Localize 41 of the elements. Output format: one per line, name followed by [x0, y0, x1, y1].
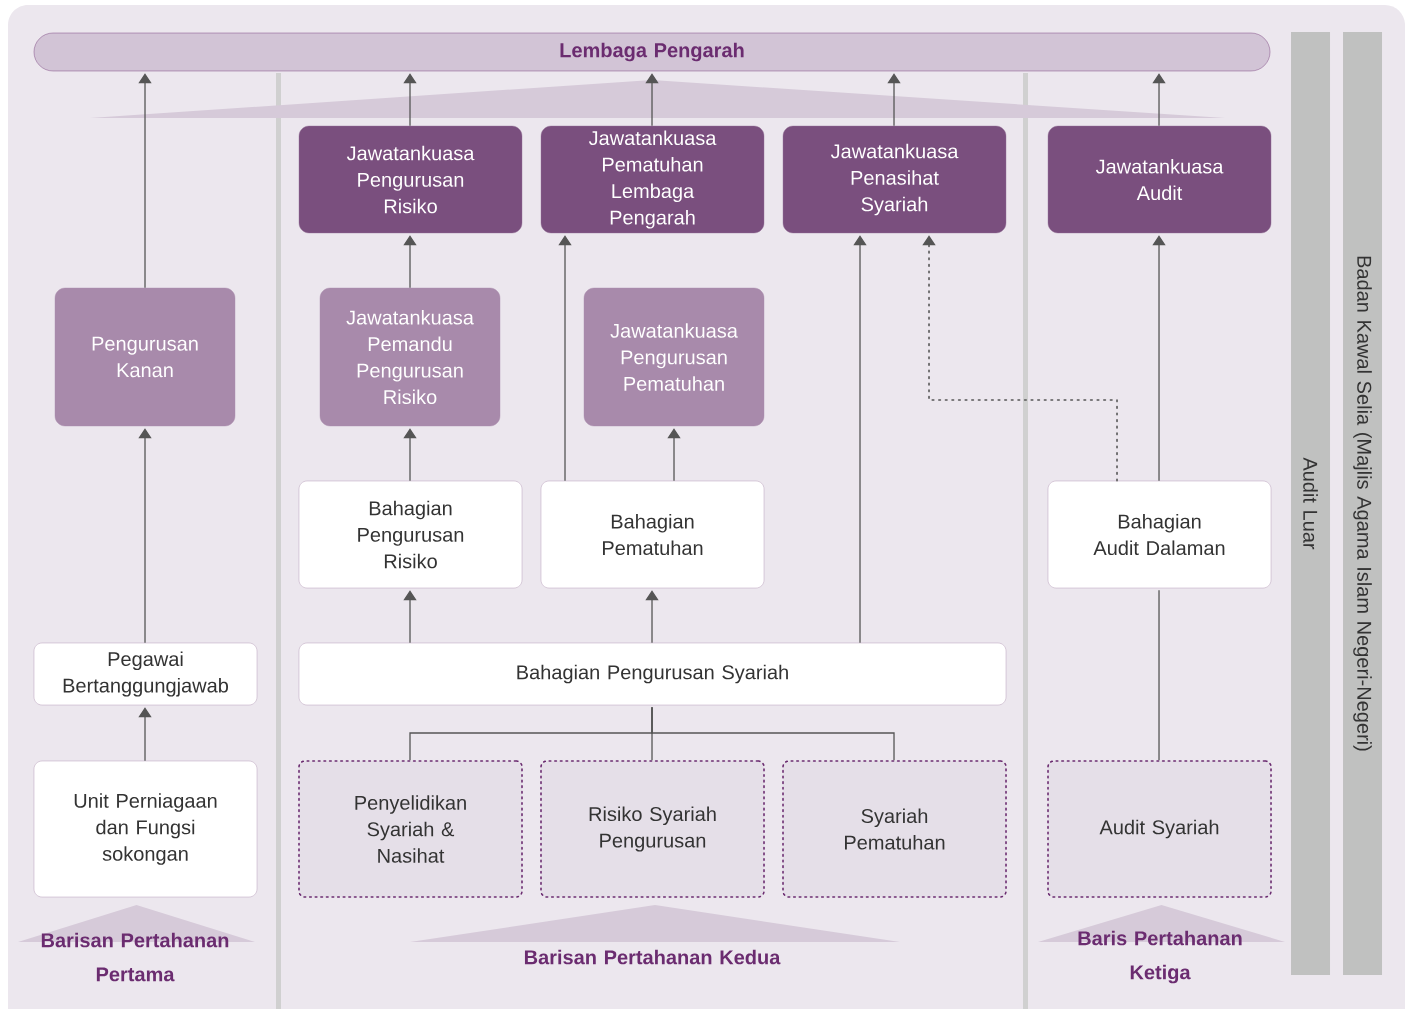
function-box: Risiko Syariah Pengurusan	[540, 760, 765, 898]
arrow	[138, 73, 152, 289]
arrow	[645, 590, 659, 644]
connector-line	[651, 706, 895, 761]
vertical-bar: Audit Luar	[1291, 32, 1330, 975]
arrow	[1152, 73, 1166, 127]
vertical-bar: Badan Kawal Selia (Majlis Agama Islam Negeri-Negeri)	[1343, 32, 1382, 975]
board-band: Lembaga Pengarah	[33, 32, 1271, 72]
function-box: Audit Syariah	[1047, 760, 1272, 898]
arrow	[645, 73, 659, 127]
line-label: Baris Pertahanan Ketiga	[1078, 930, 1242, 984]
committee-box: Jawatankuasa Audit	[1047, 125, 1272, 234]
function-box: Penyelidikan Syariah & Nasihat	[298, 760, 523, 898]
committee-box: Jawatankuasa Pengurusan Risiko	[298, 125, 523, 234]
function-box: Syariah Pematuhan	[782, 760, 1007, 898]
arrow	[558, 235, 572, 482]
officer-box: Pegawai Bertanggungjawab	[33, 642, 258, 706]
department-box: Bahagian Pengurusan Syariah	[298, 642, 1007, 706]
arrow	[667, 428, 681, 482]
unit-box: Unit Perniagaan dan Fungsi sokongan	[33, 760, 258, 898]
connector-line	[1158, 589, 1160, 761]
arrow	[403, 235, 417, 289]
arrow	[138, 707, 152, 762]
arrow	[887, 73, 901, 127]
committee-box: Jawatankuasa Pengurusan Pematuhan	[583, 287, 765, 427]
department-box: Bahagian Pematuhan	[540, 480, 765, 589]
committee-box: Jawatankuasa Pematuhan Lembaga Pengarah	[540, 125, 765, 234]
arrow	[922, 235, 1118, 482]
department-box: Bahagian Audit Dalaman	[1047, 480, 1272, 589]
line-label: Barisan Pertahanan Pertama	[41, 932, 229, 982]
arrow	[403, 428, 417, 482]
committee-box: Jawatankuasa Pemandu Pengurusan Risiko	[319, 287, 501, 427]
arrow	[403, 590, 417, 644]
arrow	[1152, 235, 1166, 482]
arrow	[138, 428, 152, 644]
line-label: Barisan Pertahanan Kedua	[524, 949, 781, 965]
arrow	[403, 73, 417, 127]
department-box: Bahagian Pengurusan Risiko	[298, 480, 523, 589]
management-box: Pengurusan Kanan	[54, 287, 236, 427]
committee-box: Jawatankuasa Penasihat Syariah	[782, 125, 1007, 234]
arrow	[853, 235, 867, 644]
